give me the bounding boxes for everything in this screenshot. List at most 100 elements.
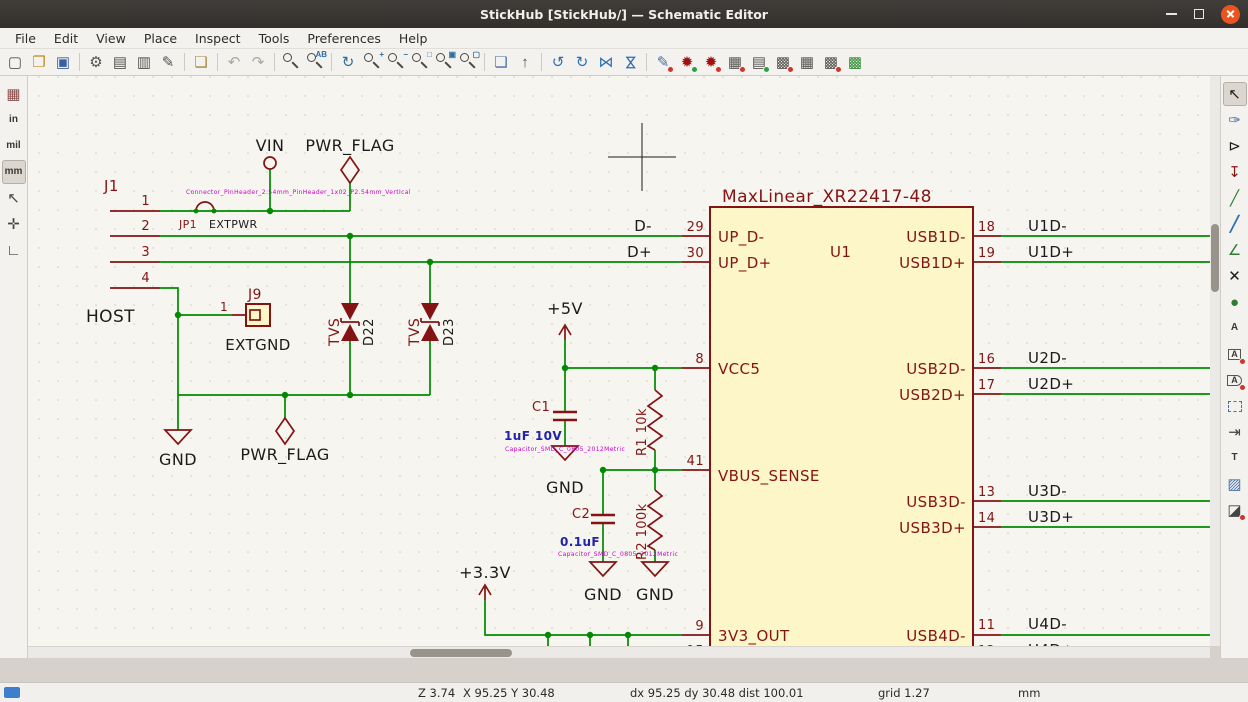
select-tool[interactable]: ↖: [1222, 82, 1247, 106]
wire-bus-entry-tool[interactable]: ∠: [1223, 238, 1247, 262]
annotate-button[interactable]: ✎: [651, 50, 675, 74]
update-pcb-from-schematic-button[interactable]: ✹: [699, 50, 723, 74]
net-label-tool[interactable]: A: [1223, 316, 1247, 340]
assign-footprints-button[interactable]: ▩: [771, 50, 795, 74]
mirror-vertical-button[interactable]: ⋈: [618, 50, 642, 74]
status-relative-delta: dx 95.25 dy 30.48 dist 100.01: [630, 686, 804, 700]
new-schematic-button[interactable]: ▢: [3, 50, 27, 74]
refresh-view-button[interactable]: ↻: [336, 50, 360, 74]
highlight-net-tool[interactable]: ✑: [1223, 108, 1247, 132]
text-tool[interactable]: T: [1223, 446, 1247, 470]
menu-file[interactable]: File: [15, 30, 36, 46]
schematic-text: U4D+: [1028, 641, 1074, 646]
grid-visibility-toggle[interactable]: ▦: [2, 82, 26, 106]
place-power-port-tool[interactable]: ↧: [1223, 160, 1247, 184]
global-label-tool[interactable]: A: [1223, 342, 1247, 366]
hierarchical-label-tool[interactable]: A: [1223, 368, 1247, 392]
schematic-text: R2 100k: [635, 503, 650, 560]
maximize-button[interactable]: [1194, 9, 1204, 19]
schematic-text: USB2D+: [899, 386, 966, 404]
crosshair-style-toggle[interactable]: ✛: [2, 212, 26, 236]
plot-button[interactable]: ✎: [156, 50, 180, 74]
schematic-text: 0.1uF: [560, 535, 600, 549]
schematic-symbols[interactable]: [110, 155, 1001, 636]
schematic-text-layer: J11234JP1J91MaxLinear_XR22417-48U1UP_D-U…: [86, 136, 1074, 646]
hv-lines-toggle[interactable]: ∟: [2, 238, 26, 262]
no-connect-tool[interactable]: ✕: [1223, 264, 1247, 288]
schematic-text: UP_D-: [718, 228, 765, 247]
zoom-out-button[interactable]: −: [384, 50, 408, 74]
junction-tool[interactable]: ●: [1223, 290, 1247, 314]
schematic-text: MaxLinear_XR22417-48: [722, 187, 932, 207]
edit-schematic-fields-button[interactable]: ▦: [795, 50, 819, 74]
menu-inspect[interactable]: Inspect: [195, 30, 241, 46]
schematic-text: D-: [634, 217, 652, 235]
draw-wire-tool[interactable]: ╱: [1223, 186, 1247, 210]
schematic-wires[interactable]: [160, 169, 1212, 646]
cursor-shape-toggle[interactable]: ↖: [2, 186, 26, 210]
zoom-in-button[interactable]: +: [360, 50, 384, 74]
find-button[interactable]: [279, 50, 303, 74]
mirror-horizontal-button[interactable]: ⋈: [594, 50, 618, 74]
leave-sheet-button[interactable]: ↑: [513, 50, 537, 74]
find-replace-button[interactable]: AB: [303, 50, 327, 74]
open-schematic-button[interactable]: ❐: [27, 50, 51, 74]
junction-dot: [544, 631, 552, 639]
draw-bus-tool[interactable]: ╱: [1223, 212, 1247, 236]
units-inches-button[interactable]: in: [2, 108, 26, 132]
junction-dot: [174, 311, 182, 319]
import-sheet-pin-tool[interactable]: ⇥: [1223, 420, 1247, 444]
horizontal-scrollbar[interactable]: [28, 646, 1210, 658]
component-j9[interactable]: [245, 303, 271, 327]
open-pcb-editor-button[interactable]: ▩: [843, 50, 867, 74]
schematic-text: 12: [978, 644, 995, 646]
units-mm-button[interactable]: mm: [1, 160, 26, 184]
zoom-selection-button[interactable]: ▢: [456, 50, 480, 74]
menu-view[interactable]: View: [96, 30, 126, 46]
run-erc-button[interactable]: ✹: [675, 50, 699, 74]
delete-tool[interactable]: ◪: [1223, 498, 1247, 522]
schematic-text: 17: [978, 378, 995, 393]
vertical-scrollbar[interactable]: [1210, 76, 1220, 646]
rescue-symbols-button[interactable]: ▩: [819, 50, 843, 74]
crosshair-cursor: [608, 123, 676, 191]
horizontal-scrollbar-thumb[interactable]: [410, 649, 512, 657]
image-tool[interactable]: ▨: [1223, 472, 1247, 496]
menu-help[interactable]: Help: [398, 30, 428, 46]
page-settings-button[interactable]: ▤: [108, 50, 132, 74]
save-button[interactable]: ▣: [51, 50, 75, 74]
vertical-scrollbar-thumb[interactable]: [1211, 224, 1219, 292]
zoom-fit-page-button[interactable]: □: [408, 50, 432, 74]
rotate-cw-button[interactable]: ↻: [570, 50, 594, 74]
hierarchy-navigator-button[interactable]: ❏: [489, 50, 513, 74]
schematic-text: USB3D+: [899, 519, 966, 537]
menu-place[interactable]: Place: [143, 30, 178, 46]
status-grid: grid 1.27: [878, 686, 930, 700]
menu-preferences[interactable]: Preferences: [307, 30, 381, 46]
schematic-text: EXTGND: [225, 336, 290, 354]
place-symbol-tool[interactable]: ⊳: [1223, 134, 1247, 158]
component-u1[interactable]: [709, 206, 974, 646]
schematic-text: R1 10k: [635, 408, 650, 456]
symbol-fields-table-button[interactable]: ▦: [723, 50, 747, 74]
rotate-ccw-button[interactable]: ↺: [546, 50, 570, 74]
schematic-text: 9: [695, 619, 704, 634]
paste-button[interactable]: ❏: [189, 50, 213, 74]
schematic-setup-button[interactable]: ⚙: [84, 50, 108, 74]
schematic-text: TVS: [327, 318, 343, 347]
menu-tools[interactable]: Tools: [258, 30, 290, 46]
zoom-fit-objects-button[interactable]: ▣: [432, 50, 456, 74]
hierarchical-sheet-tool[interactable]: [1223, 394, 1247, 418]
menu-edit[interactable]: Edit: [53, 30, 79, 46]
undo-button[interactable]: ↶: [222, 50, 246, 74]
print-button[interactable]: ▥: [132, 50, 156, 74]
schematic-text: J9: [247, 287, 262, 303]
minimize-button[interactable]: [1166, 13, 1177, 15]
close-button[interactable]: [1221, 4, 1240, 24]
schematic-text: U3D-: [1028, 482, 1067, 500]
units-mils-button[interactable]: mil: [2, 134, 26, 158]
generate-bom-button[interactable]: ▤: [747, 50, 771, 74]
redo-button[interactable]: ↷: [246, 50, 270, 74]
